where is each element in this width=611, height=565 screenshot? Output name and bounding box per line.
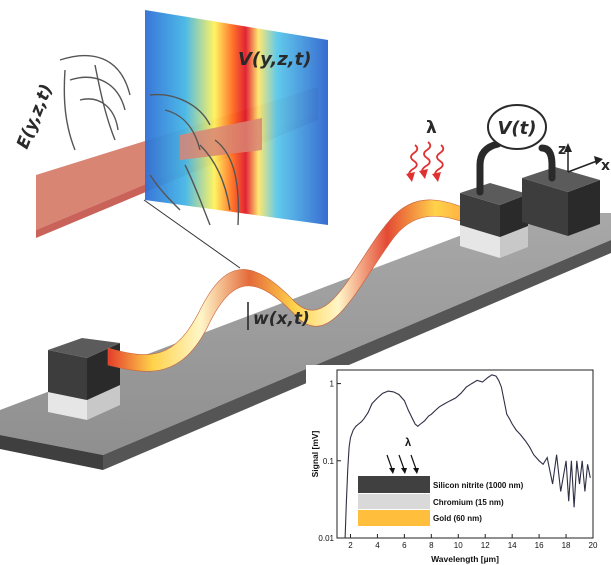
x-tick-label: 18 bbox=[562, 541, 571, 550]
layer-legend: λ Silicon nitrite (1000 nm) Chromium (15… bbox=[358, 437, 524, 526]
lambda-label: λ bbox=[426, 118, 437, 138]
x-axis-label: Wavelength [µm] bbox=[431, 554, 499, 564]
voltmeter: V(t) bbox=[487, 104, 547, 150]
x-tick-label: 2 bbox=[348, 541, 353, 550]
legend-swatch-gold bbox=[358, 510, 430, 526]
voltage-field-label: V(y,z,t) bbox=[238, 49, 311, 70]
x-tick-label: 14 bbox=[508, 541, 517, 550]
x-tick-label: 8 bbox=[429, 541, 434, 550]
left-pad-stack bbox=[48, 338, 120, 420]
wavy-arrows-icon bbox=[408, 141, 445, 178]
axis-z-label: z bbox=[558, 142, 566, 158]
y-tick-label: 0.1 bbox=[323, 457, 335, 466]
axis-indicator: z x bbox=[558, 142, 610, 174]
x-tick-label: 4 bbox=[375, 541, 380, 550]
axis-x-label: x bbox=[601, 158, 610, 174]
legend-label-chromium: Chromium (15 nm) bbox=[433, 498, 504, 507]
incoming-light: λ bbox=[406, 118, 445, 182]
y-tick-label: 0.01 bbox=[318, 534, 334, 543]
x-axis-ticks: 2 4 6 8 10 12 14 16 18 20 bbox=[348, 534, 598, 550]
electrode-block bbox=[522, 167, 600, 236]
voltmeter-wires bbox=[476, 140, 556, 196]
y-axis-label: Signal [mV] bbox=[310, 430, 320, 477]
x-tick-label: 10 bbox=[454, 541, 463, 550]
field-visualisation: E(y,z,t) V(y,z,t) bbox=[13, 10, 328, 269]
substrate bbox=[0, 213, 611, 470]
displacement-indicator: w(x,t) bbox=[247, 302, 310, 330]
x-tick-label: 16 bbox=[535, 541, 544, 550]
voltage-label: V(t) bbox=[498, 118, 537, 139]
x-tick-label: 20 bbox=[589, 541, 598, 550]
y-tick-label: 1 bbox=[330, 380, 335, 389]
efield-arrows bbox=[59, 54, 240, 226]
legend-swatch-silicon bbox=[358, 476, 430, 493]
x-tick-label: 12 bbox=[481, 541, 490, 550]
legend-label-silicon: Silicon nitrite (1000 nm) bbox=[433, 481, 524, 490]
x-tick-label: 6 bbox=[402, 541, 407, 550]
inset-chart: 2 4 6 8 10 12 14 16 18 20 0.01 0.1 1 Wavelength [µm… bbox=[306, 365, 609, 564]
y-axis-ticks: 0.01 0.1 1 bbox=[318, 380, 341, 543]
right-pad-stack bbox=[460, 183, 528, 258]
legend-lambda: λ bbox=[405, 437, 411, 449]
legend-label-gold: Gold (60 nm) bbox=[433, 514, 482, 523]
legend-swatch-chromium bbox=[358, 494, 430, 509]
displacement-label: w(x,t) bbox=[253, 309, 310, 329]
spectrum-line bbox=[344, 374, 591, 539]
efield-label: E(y,z,t) bbox=[13, 81, 57, 151]
legend-arrows-icon bbox=[386, 454, 417, 470]
